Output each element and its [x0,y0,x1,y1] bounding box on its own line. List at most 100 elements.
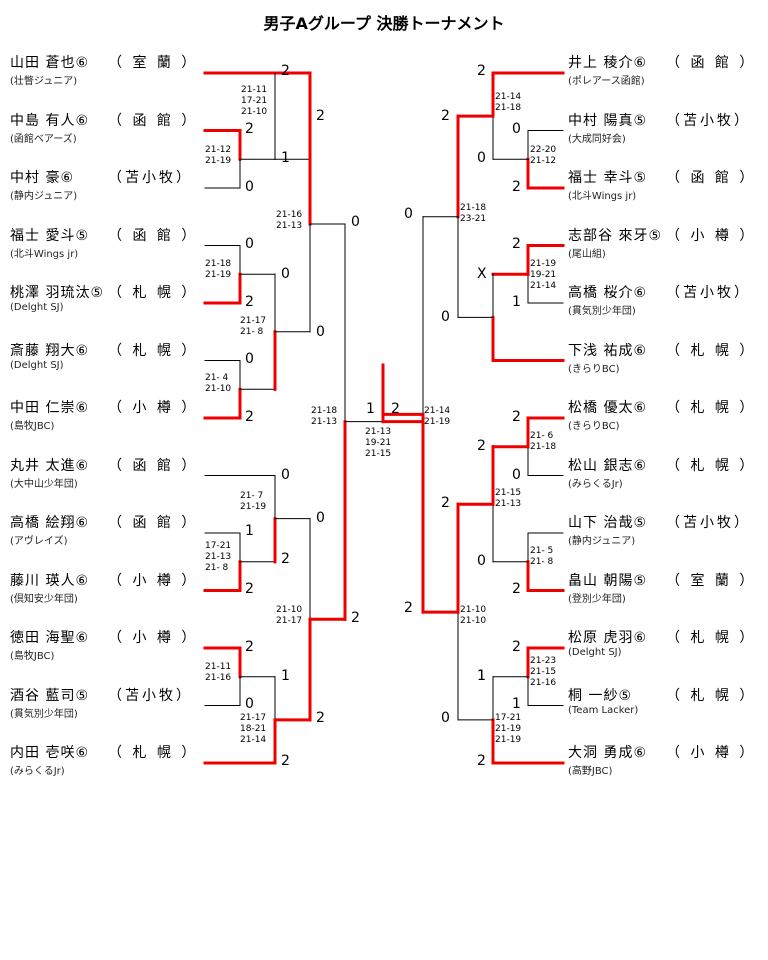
match-result: 2 [512,179,521,195]
match-result: 0 [441,710,450,726]
player-team: (大成同好会) [568,133,626,145]
player-club: （ 室 蘭 ） [108,55,199,71]
player-name: 大洞 勇成⑥ [568,745,648,761]
player-team: (登別少年団) [568,593,626,605]
match-result: 2 [281,551,290,567]
match-result: 0 [512,467,521,483]
match-result: 0 [404,206,413,222]
match-result: 0 [351,214,360,230]
player-name: 松橋 優太⑥ [568,400,648,416]
match-result: 2 [316,108,325,124]
match-result: 2 [245,121,254,137]
match-result: 2 [245,294,254,310]
player-club: （苫小牧） [666,285,751,301]
match-result: 0 [281,467,290,483]
player-name: 井上 稜介⑥ [568,55,648,71]
player-team: (Delght SJ) [568,647,622,658]
player-name: 中田 仁崇⑥ [10,400,90,416]
player-name: 内田 壱咲⑥ [10,745,90,761]
player-team: (きらりBC) [568,421,620,432]
player-club: （ 小 樽 ） [108,400,199,416]
match-result: 0 [477,150,486,166]
match-result: 2 [512,236,521,252]
match-result: 1 [366,401,375,417]
match-result: 1 [477,668,486,684]
player-team: (貫気別少年団) [568,306,636,317]
match-result: 1 [281,150,290,166]
player-club: （ 室 蘭 ） [666,572,757,589]
match-result: 2 [404,600,413,616]
match-result: 2 [441,108,450,124]
player-team: (函館ベアーズ) [10,133,77,145]
match-result: 0 [245,696,254,712]
player-name: 中村 陽真⑤ [568,112,648,129]
player-club: （ 小 樽 ） [666,745,757,761]
match-result: 2 [391,401,400,417]
player-club: （苫小牧） [666,112,751,129]
match-result: X [477,266,487,282]
player-club: （ 札 幌 ） [108,285,199,301]
player-name: 中村 豪⑥ [10,170,75,186]
player-name: 桐 一紗⑤ [568,687,633,704]
match-result: 2 [477,753,486,769]
player-club: （苫小牧） [108,170,193,186]
player-club: （ 函 館 ） [108,227,199,244]
player-name: 中島 有人⑥ [10,112,90,129]
player-team: (北斗Wings jr) [10,248,79,260]
match-result: 2 [512,639,521,655]
player-club: （ 函 館 ） [666,170,757,186]
match-result: 0 [512,121,521,137]
match-result: 2 [441,495,450,511]
player-name: 山田 蒼也⑥ [10,55,90,71]
match-result: 2 [477,63,486,79]
player-team: (尾山組) [568,248,606,260]
match-result: 0 [245,351,254,367]
player-name: 高橋 桜介⑥ [568,285,648,301]
match-result: 0 [281,266,290,282]
match-result: 2 [281,753,290,769]
player-club: （ 札 幌 ） [666,457,757,474]
match-result: 1 [512,696,521,712]
player-name: 藤川 瑛人⑥ [10,572,90,589]
match-result: 2 [477,438,486,454]
match-result: 0 [441,309,450,325]
player-club: （ 札 幌 ） [666,342,757,359]
player-club: （ 小 樽 ） [108,572,199,589]
match-result: 2 [512,581,521,597]
player-team: (倶知安少年団) [10,593,78,605]
match-result: 2 [281,63,290,79]
match-result: 1 [281,668,290,684]
player-team: (きらりBC) [568,363,620,375]
match-result: 0 [316,510,325,526]
player-team: (アヴレイズ) [10,536,68,547]
player-name: 松原 虎羽⑥ [568,630,648,646]
match-result: 2 [245,581,254,597]
player-team: (静内ジュニア) [568,536,636,547]
player-club: （ 札 幌 ） [666,687,757,704]
match-result: 2 [351,610,360,626]
match-result: 0 [245,236,254,252]
player-name: 斎藤 翔大⑥ [10,342,90,359]
player-team: (高野JBC) [568,766,613,777]
player-team: (貫気別少年団) [10,708,78,720]
player-club: （ 小 樽 ） [666,227,757,244]
player-name: 高橋 絵翔⑥ [10,515,90,531]
player-team: (Delght SJ) [10,302,64,313]
player-club: （ 函 館 ） [108,515,199,531]
